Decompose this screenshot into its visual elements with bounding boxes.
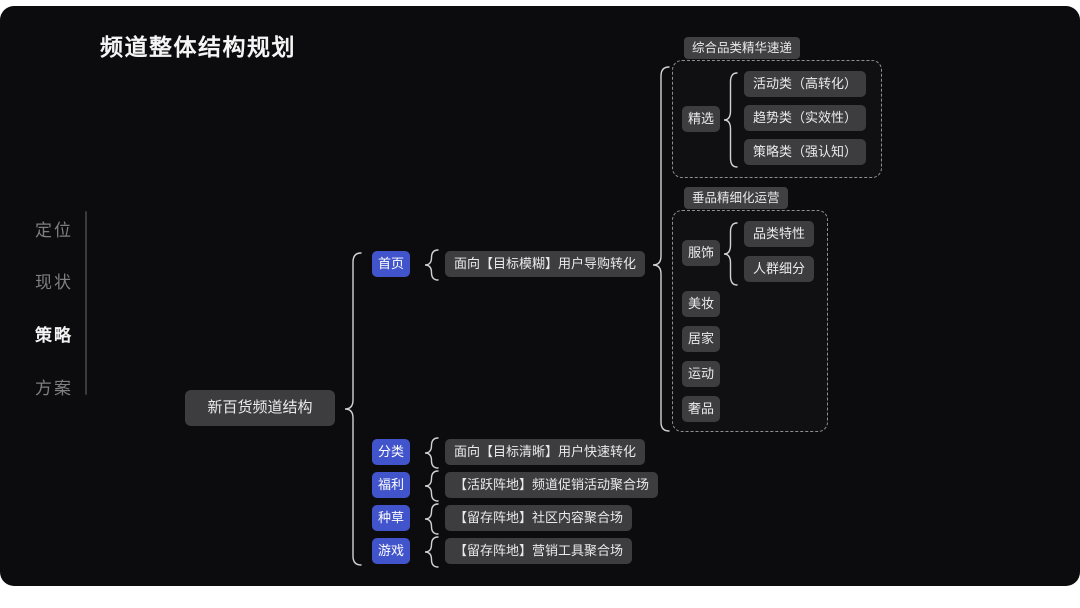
featured-item-trend: 趋势类（实效性） (744, 105, 867, 131)
sidebar-item-positioning[interactable]: 定位 (35, 221, 73, 240)
branch-desc-category: 面向【目标清晰】用户快速转化 (445, 439, 646, 465)
brace-icon (424, 437, 439, 469)
group-box-featured (672, 60, 882, 178)
branch-desc-seeding: 【留存阵地】社区内容聚合场 (445, 505, 633, 531)
root-brace-icon (344, 252, 362, 566)
sidebar-item-strategy[interactable]: 策略 (35, 326, 73, 345)
page-title: 频道整体结构规划 (100, 34, 296, 60)
branch-desc-welfare: 【活跃阵地】频道促销活动聚合场 (445, 472, 659, 498)
branch-node-category: 分类 (372, 439, 410, 465)
branch-desc-games: 【留存阵地】营销工具聚合场 (445, 538, 633, 564)
branch-node-games: 游戏 (372, 538, 410, 564)
slide-canvas: 频道整体结构规划 定位 现状 策略 方案 新百货频道结构 首页 面向【目标模糊】… (0, 6, 1080, 586)
group-tag-featured: 综合品类精华速递 (684, 37, 801, 59)
apparel-item-category-traits: 品类特性 (744, 221, 815, 247)
node-apparel: 服饰 (682, 240, 720, 266)
brace-icon (424, 249, 439, 281)
sidebar-item-status[interactable]: 现状 (35, 273, 73, 292)
sidebar-item-plan[interactable]: 方案 (35, 379, 73, 398)
sidebar-divider (85, 211, 87, 395)
brace-icon (723, 222, 738, 286)
apparel-item-audience-segments: 人群细分 (744, 256, 815, 282)
node-beauty: 美妆 (682, 291, 720, 317)
group-box-vertical (672, 210, 828, 432)
featured-item-activity: 活动类（高转化） (744, 71, 867, 97)
node-featured: 精选 (682, 106, 720, 132)
branch-node-home: 首页 (372, 251, 410, 277)
node-luxury: 奢品 (682, 396, 720, 422)
home-groups-brace-icon (652, 66, 670, 432)
node-sports: 运动 (682, 361, 720, 387)
brace-icon (424, 536, 439, 568)
brace-icon (424, 470, 439, 502)
branch-node-welfare: 福利 (372, 472, 410, 498)
brace-icon (424, 503, 439, 535)
featured-item-strategy: 策略类（强认知） (744, 139, 867, 165)
root-node: 新百货频道结构 (185, 390, 335, 426)
group-tag-vertical: 垂品精细化运营 (684, 187, 788, 209)
branch-desc-home: 面向【目标模糊】用户导购转化 (445, 251, 646, 277)
node-home-goods: 居家 (682, 326, 720, 352)
brace-icon (723, 72, 738, 168)
branch-node-seeding: 种草 (372, 505, 410, 531)
